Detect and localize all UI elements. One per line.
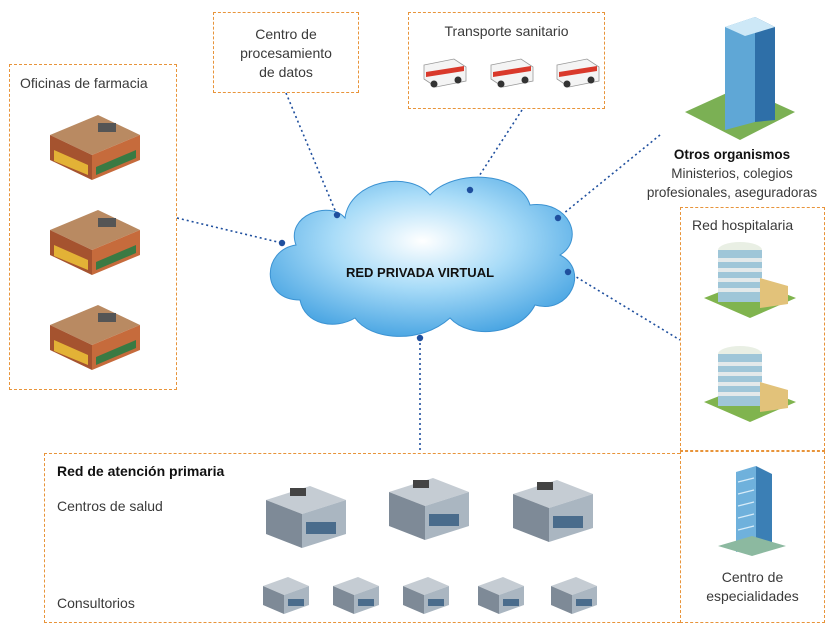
clinic-icon	[551, 577, 597, 614]
transport-group	[408, 12, 605, 109]
link-hospital	[567, 271, 681, 341]
link-transport	[469, 109, 523, 191]
cloud-label: RED PRIVADA VIRTUAL	[345, 265, 495, 280]
other-orgs-line-2: profesionales, aseguradoras	[646, 185, 818, 200]
hospital-group	[680, 207, 825, 451]
health-center-icon	[266, 486, 346, 548]
hospital-title: Red hospitalaria	[692, 217, 794, 233]
clinic-icon	[403, 577, 449, 614]
clinic-icon	[478, 577, 524, 614]
hospital-building-icon	[704, 346, 796, 422]
data-center-line-1: Centro de	[255, 26, 317, 42]
data-center-line-2: procesamiento	[240, 45, 332, 61]
pharmacy-building-icon	[50, 210, 140, 275]
clinic-icon	[263, 577, 309, 614]
other-orgs-title: Otros organismos	[673, 147, 791, 162]
specialty-label: Centro de especialidades	[680, 568, 825, 606]
link-pharmacy	[176, 217, 283, 244]
pharmacy-building-icon	[50, 115, 140, 180]
hospital-building-icon	[704, 242, 796, 318]
pharmacy-title: Oficinas de farmacia	[20, 75, 148, 91]
link-other-orgs	[557, 134, 661, 219]
specialty-center-icon	[718, 466, 786, 556]
primary-care-group	[44, 453, 680, 623]
data-center-line-3: de datos	[259, 64, 313, 80]
health-center-icon	[513, 480, 593, 542]
specialty-group	[680, 451, 825, 623]
ambulance-icon	[423, 58, 467, 88]
specialty-line-1: Centro de	[721, 569, 784, 585]
primary-care-title: Red de atención primaria	[57, 463, 225, 479]
vpn-cloud	[269, 176, 576, 337]
other-orgs-line-1: Ministerios, colegios	[671, 166, 793, 181]
data-center-label: Centro de procesamiento de datos	[213, 25, 359, 82]
specialty-line-2: especialidades	[706, 588, 799, 604]
pharmacy-building-icon	[50, 305, 140, 370]
ambulance-icon	[556, 58, 600, 88]
office-tower-icon	[685, 17, 795, 140]
health-centers-label: Centros de salud	[57, 498, 163, 514]
link-data-center	[285, 92, 338, 216]
health-center-icon	[389, 478, 469, 540]
ambulance-icon	[490, 58, 534, 88]
pharmacy-group	[9, 64, 177, 390]
data-center-group	[213, 12, 359, 93]
other-orgs-label: Otros organismos Ministerios, colegios p…	[630, 145, 834, 202]
clinic-icon	[333, 577, 379, 614]
transport-title: Transporte sanitario	[444, 23, 569, 39]
clinics-label: Consultorios	[57, 595, 135, 611]
